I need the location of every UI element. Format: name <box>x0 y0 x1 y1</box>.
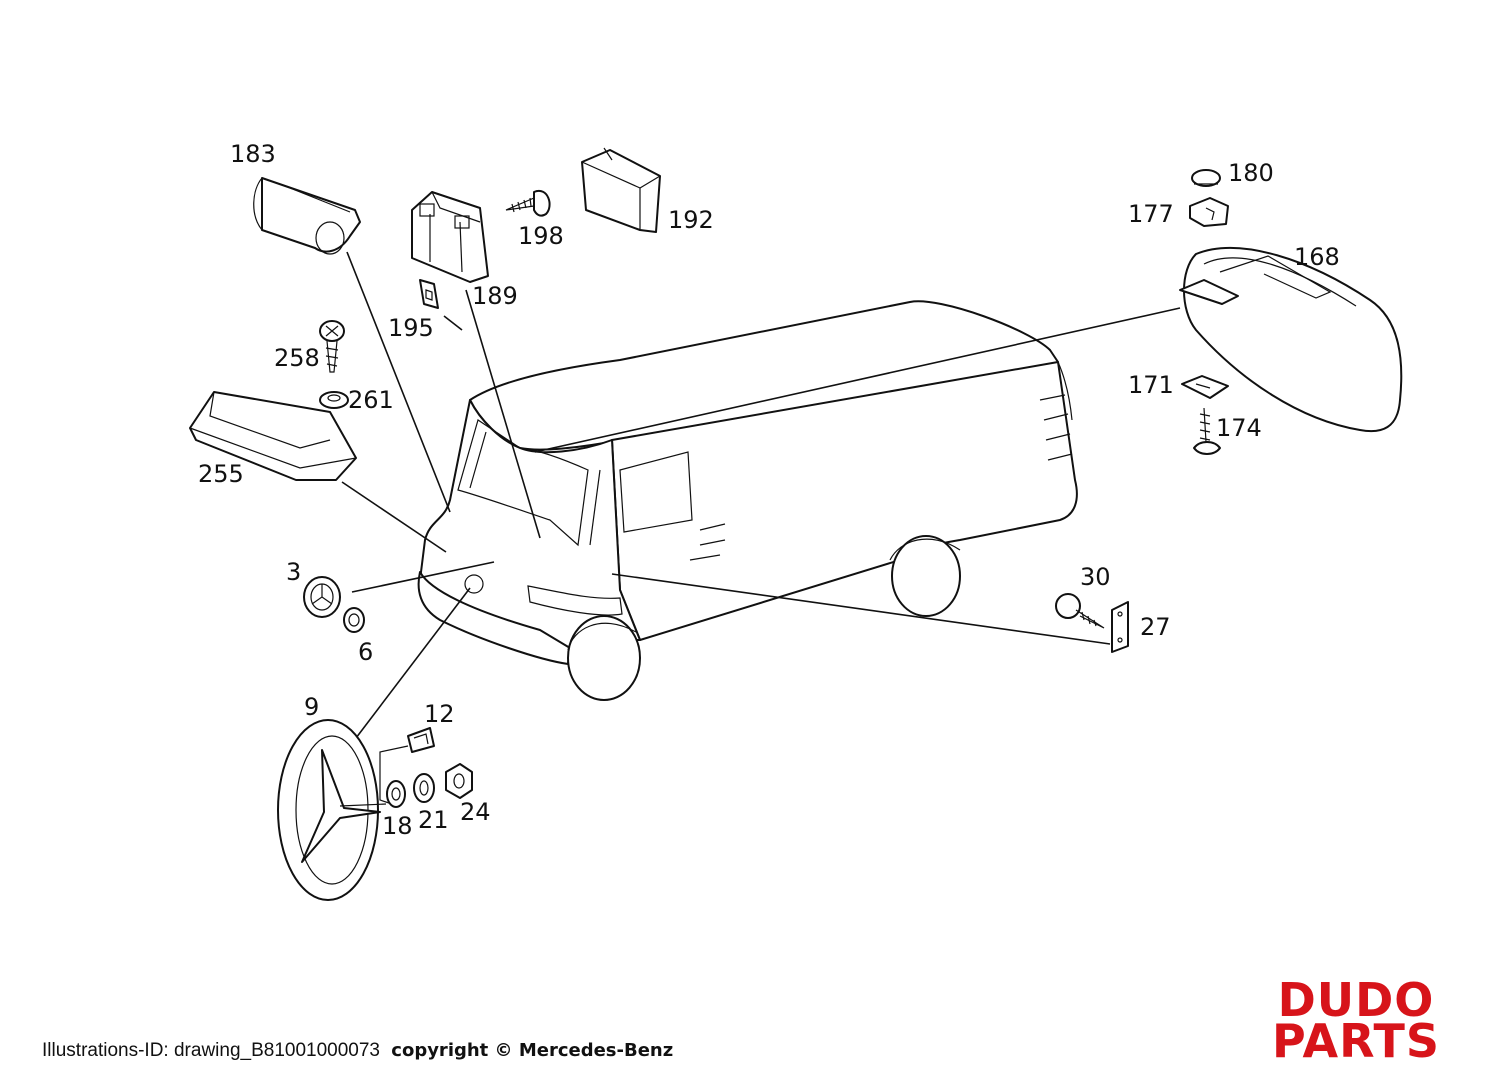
label-12: 12 <box>424 700 455 728</box>
part-198-screw <box>505 189 551 217</box>
part-9-star-emblem <box>277 719 387 901</box>
van-illustration <box>417 300 1078 701</box>
part-3-emblem-ring <box>303 576 341 618</box>
label-183: 183 <box>230 140 276 168</box>
illustration-id: Illustrations-ID: drawing_B81001000073 <box>42 1040 380 1061</box>
label-21: 21 <box>418 806 449 834</box>
label-171: 171 <box>1128 371 1174 399</box>
label-3: 3 <box>286 558 301 586</box>
part-27-plate <box>1111 601 1129 653</box>
label-255: 255 <box>198 460 244 488</box>
label-258: 258 <box>274 344 320 372</box>
dudo-parts-logo: DUDO PARTS <box>1258 973 1454 1068</box>
part-30-screw <box>1055 593 1105 629</box>
label-30: 30 <box>1080 563 1111 591</box>
leader-lines <box>341 251 1181 739</box>
logo-line-2: PARTS <box>1272 1014 1440 1068</box>
part-6-nut <box>343 607 365 633</box>
part-183-dome-light <box>253 177 361 255</box>
logo-line-1: DUDO <box>1277 973 1435 1027</box>
label-180: 180 <box>1228 159 1274 187</box>
part-192-storage-box <box>581 147 661 233</box>
part-labels: 183 198 192 189 195 258 261 255 180 177 … <box>198 140 1340 840</box>
footer: Illustrations-ID: drawing_B81001000073 c… <box>42 1040 673 1062</box>
label-174: 174 <box>1216 414 1262 442</box>
label-6: 6 <box>358 638 373 666</box>
part-174-screw <box>1193 407 1221 455</box>
part-168-sun-visor <box>1179 246 1403 433</box>
label-9: 9 <box>304 693 319 721</box>
part-12-clip <box>379 727 435 805</box>
part-18-washer <box>386 780 406 808</box>
label-177: 177 <box>1128 200 1174 228</box>
part-24-nut <box>445 763 473 799</box>
part-21-spring-washer <box>413 773 435 803</box>
part-195-clip <box>419 279 439 309</box>
part-177-clip <box>1189 197 1229 227</box>
label-195: 195 <box>388 314 434 342</box>
label-189: 189 <box>472 282 518 310</box>
copyright-notice: copyright © Mercedes-Benz <box>391 1040 674 1061</box>
label-168: 168 <box>1294 243 1340 271</box>
label-198: 198 <box>518 222 564 250</box>
part-171-bracket <box>1181 375 1229 399</box>
part-261-washer <box>319 391 349 409</box>
part-180-cap <box>1191 169 1221 187</box>
part-255-lamp-housing <box>189 391 357 481</box>
part-258-screw <box>319 320 345 373</box>
label-18: 18 <box>382 812 413 840</box>
label-192: 192 <box>668 206 714 234</box>
label-24: 24 <box>460 798 491 826</box>
part-189-switch-housing <box>411 191 489 283</box>
label-261: 261 <box>348 386 394 414</box>
label-27: 27 <box>1140 613 1171 641</box>
